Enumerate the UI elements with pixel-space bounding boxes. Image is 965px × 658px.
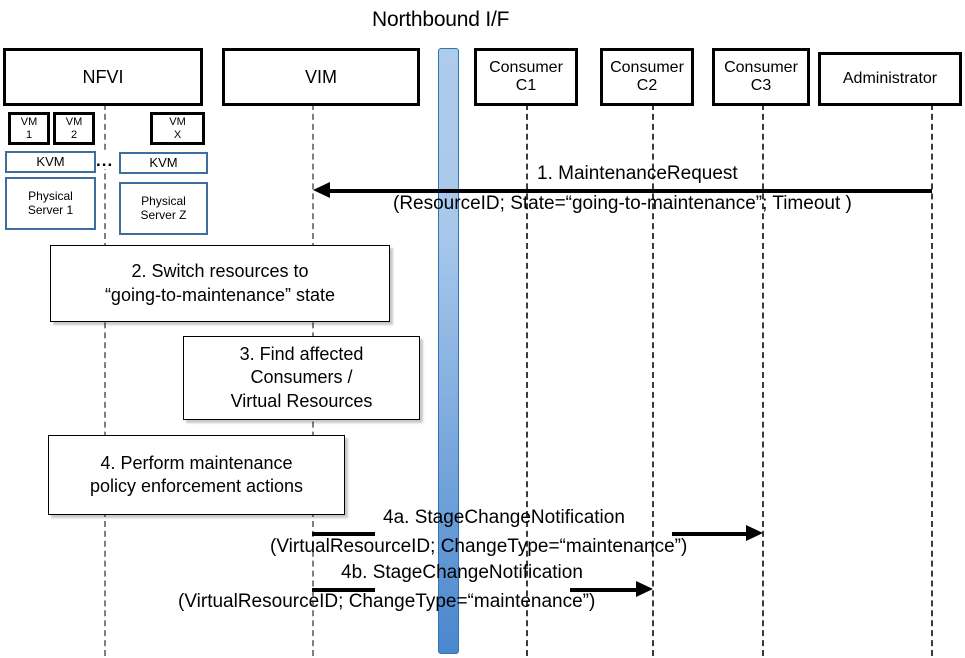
page-title: Northbound I/F	[372, 8, 510, 31]
step-3-line2: Consumers /	[250, 367, 353, 388]
actor-label-consumer-c2-line1: Consumer	[610, 59, 684, 77]
lifeline-consumer-c3	[762, 104, 764, 656]
step-2-line1: 2. Switch resources to	[131, 261, 309, 282]
vm-box-2[interactable]: VM 2	[53, 112, 95, 145]
actor-box-consumer-c2[interactable]: Consumer C2	[600, 48, 694, 106]
message-label-1: 1. MaintenanceRequest	[537, 163, 738, 184]
message-arrowhead-4a	[746, 525, 763, 541]
vm-label-x-line1: VM	[169, 116, 186, 129]
lifeline-administrator	[931, 104, 933, 656]
actor-label-consumer-c3-line1: Consumer	[724, 59, 798, 77]
actor-box-administrator[interactable]: Administrator	[818, 52, 962, 106]
message-line-4b-left	[312, 588, 375, 592]
step-4-line1: 4. Perform maintenance	[100, 452, 293, 473]
actor-label-nfvi: NFVI	[82, 66, 124, 87]
vm-label-x-line2: X	[173, 128, 182, 141]
vm-label-2-line2: 2	[70, 128, 78, 141]
kvm-box-2[interactable]: KVM	[119, 152, 208, 174]
step-4-line2: policy enforcement actions	[89, 476, 304, 496]
physical-server-box-1[interactable]: Physical Server 1	[5, 177, 96, 230]
step-3-line1: 3. Find affected	[239, 344, 364, 365]
step-box-4[interactable]: 4. Perform maintenance policy enforcemen…	[48, 435, 345, 515]
message-line-4a-right	[672, 532, 747, 536]
actor-box-vim[interactable]: VIM	[222, 48, 420, 106]
message-label-4b: 4b. StageChangeNotification	[341, 562, 583, 583]
message-params-4a: (VirtualResourceID; ChangeType=“maintena…	[270, 536, 688, 557]
lifeline-consumer-c2	[652, 104, 654, 656]
physical-server-box-z[interactable]: Physical Server Z	[119, 182, 208, 235]
step-box-2[interactable]: 2. Switch resources to “going-to-mainten…	[50, 245, 390, 322]
message-label-4a: 4a. StageChangeNotification	[383, 507, 625, 528]
vm-label-1-line1: VM	[20, 116, 38, 129]
vm-label-1-line2: 1	[25, 128, 33, 141]
message-line-4b-right	[570, 588, 637, 592]
kvm-box-1[interactable]: KVM	[5, 151, 96, 173]
ellipsis-separator: ...	[96, 151, 114, 170]
actor-label-vim: VIM	[304, 66, 337, 87]
actor-label-consumer-c1-line2: C1	[515, 77, 537, 94]
message-arrowhead-4b	[636, 581, 653, 597]
actor-label-consumer-c3-line2: C3	[750, 77, 772, 94]
message-arrowhead-1	[313, 182, 330, 198]
vm-label-2-line1: VM	[65, 116, 83, 129]
message-line-1	[330, 189, 932, 193]
step-3-line3: Virtual Resources	[230, 390, 373, 411]
actor-box-consumer-c3[interactable]: Consumer C3	[712, 48, 810, 106]
physical-server-1-line2: Server 1	[27, 202, 74, 217]
step-box-3[interactable]: 3. Find affected Consumers / Virtual Res…	[183, 336, 420, 420]
message-line-4a-left	[312, 532, 375, 536]
actor-box-consumer-c1[interactable]: Consumer C1	[474, 48, 578, 106]
actor-box-nfvi[interactable]: NFVI	[3, 48, 203, 106]
actor-label-administrator: Administrator	[842, 70, 938, 88]
physical-server-z-line1: Physical	[141, 193, 186, 208]
northbound-interface-bar	[438, 48, 459, 654]
actor-label-consumer-c2-line2: C2	[636, 77, 658, 94]
message-params-4b: (VirtualResourceID; ChangeType=“maintena…	[178, 591, 596, 612]
vm-box-x[interactable]: VM X	[150, 112, 205, 145]
actor-label-consumer-c1-line1: Consumer	[489, 59, 563, 77]
lifeline-nfvi	[104, 104, 106, 656]
lifeline-consumer-c1	[526, 104, 528, 656]
kvm-label-1: KVM	[36, 153, 65, 169]
physical-server-z-line2: Server Z	[140, 207, 187, 222]
kvm-label-2: KVM	[149, 154, 178, 170]
step-2-line2: “going-to-maintenance” state	[104, 284, 336, 305]
physical-server-1-line1: Physical	[28, 188, 73, 203]
message-params-1: (ResourceID; State=“going-to-maintenance…	[393, 193, 852, 214]
vm-box-1[interactable]: VM 1	[8, 112, 50, 145]
